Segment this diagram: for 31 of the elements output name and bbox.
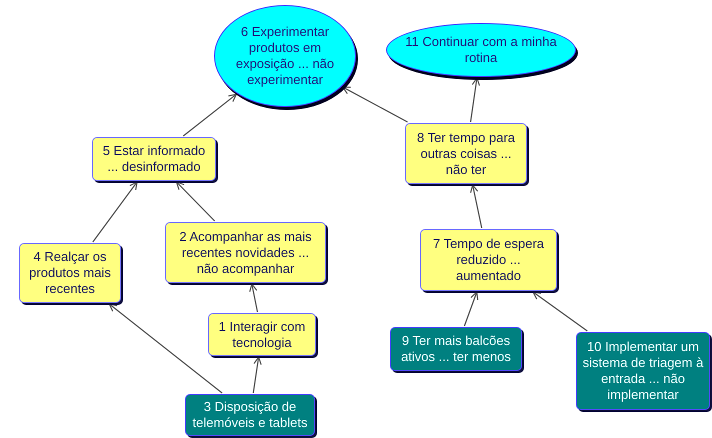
arrow: [342, 86, 408, 123]
arrow: [249, 283, 258, 312]
arrow: [92, 181, 138, 242]
concept-box: [19, 243, 121, 303]
node-text: 10 Implementar um sistema de triagem à entrada ... não implementar: [582, 339, 704, 403]
action-box: [185, 394, 315, 436]
arrow: [470, 184, 482, 228]
action-box: [390, 327, 522, 371]
arrow: [464, 291, 478, 326]
node-text: 1 Interagir com tecnologia: [218, 318, 306, 350]
node-text: 6 Experimentar produtos em exposição ... não experimentar: [234, 24, 336, 88]
arrow: [108, 303, 222, 394]
node-text: 3 Disposição de telemóveis e tablets: [192, 399, 308, 431]
node-text: 7 Tempo de espera reduzido ... aumentado: [432, 236, 546, 284]
concept-box: [92, 137, 216, 181]
node-text: 8 Ter tempo para outras coisas ... não ter: [416, 130, 516, 178]
concept-box: [405, 123, 527, 184]
arrow: [532, 291, 588, 332]
action-box: [576, 332, 710, 410]
arrow: [182, 94, 237, 136]
arrow: [470, 77, 480, 122]
concept-box: [420, 229, 557, 291]
concept-box: [208, 313, 316, 356]
node-text: 11 Continuar com a minha rotina: [404, 34, 558, 66]
node-text: 5 Estar informado ... desinformado: [102, 143, 206, 175]
arrow: [252, 356, 262, 394]
node-text: 2 Acompanhar as mais recentes novidades ... não acompanhar: [178, 228, 313, 276]
node-text: 4 Realçar os produtos mais recentes: [28, 249, 112, 297]
concept-box: [165, 222, 326, 283]
arrow: [176, 181, 216, 222]
node-text: 9 Ter mais balcões ativos ... ter menos: [400, 333, 512, 365]
